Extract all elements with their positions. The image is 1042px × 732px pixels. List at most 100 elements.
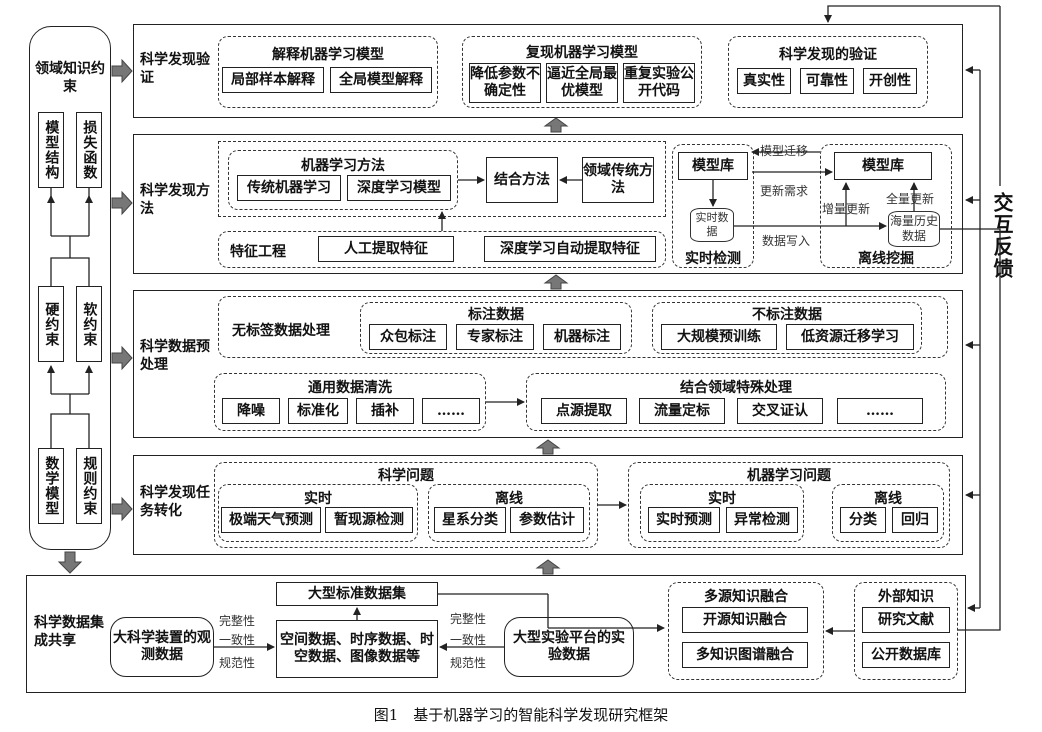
rule-constraint-box: 规则约束 (76, 448, 102, 524)
reproduce-model-title: 复现机器学习模型 (526, 45, 638, 61)
extreme-weather-box: 极端天气预测 (221, 507, 321, 533)
ml-problem-title: 机器学习问题 (747, 468, 831, 484)
ml-methods-group (228, 150, 458, 210)
science-realtime-group (218, 484, 418, 542)
update-need-label: 更新需求 (760, 184, 809, 198)
point-source-extraction-box: 点源提取 (541, 398, 627, 424)
expert-label-box: 专家标注 (456, 324, 534, 350)
reduce-uncertainty-box: 降低参数不确定性 (469, 63, 541, 103)
manual-feature-box: 人工提取特征 (318, 236, 454, 262)
explain-model-group (218, 36, 438, 108)
left-completeness-label: 完整性 (219, 614, 256, 628)
domain-knowledge-title: 领域知识约束 (35, 61, 105, 96)
originality-box: 开创性 (863, 68, 917, 94)
offline-mining-title: 离线挖掘 (858, 251, 914, 267)
model-structure-box: 模型结构 (38, 112, 64, 188)
massive-history-data-cylinder: 海量历史数据 (888, 211, 940, 247)
science-realtime-title: 实时 (304, 491, 332, 507)
global-model-explain-box: 全局模型解释 (330, 67, 432, 93)
traditional-ml-box: 传统机器学习 (237, 175, 341, 201)
math-model-box: 数学模型 (38, 448, 64, 524)
low-resource-transfer-box: 低资源迁移学习 (786, 324, 914, 350)
ml-methods-title: 机器学习方法 (301, 158, 385, 174)
local-sample-explain-box: 局部样本解释 (222, 67, 324, 93)
research-literature-box: 研究文献 (862, 607, 950, 633)
domain-ellipsis-box: …… (837, 398, 923, 424)
auto-feature-box: 深度学习自动提取特征 (484, 236, 656, 262)
science-offline-group (428, 484, 590, 542)
feature-engineering-title: 特征工程 (230, 244, 286, 260)
explain-model-title: 解释机器学习模型 (272, 47, 384, 63)
realtime-detection-group (672, 144, 754, 268)
external-knowledge-group (854, 582, 958, 680)
authenticity-box: 真实性 (737, 68, 791, 94)
realtime-detection-title: 实时检测 (685, 251, 741, 267)
loss-function-box: 损失函数 (76, 112, 102, 188)
model-library-right-box: 模型库 (834, 152, 932, 180)
multi-source-knowledge-group (668, 582, 824, 680)
data-write-label: 数据写入 (762, 234, 811, 248)
cleaning-ellipsis-box: …… (422, 398, 480, 424)
ml-offline-title: 离线 (874, 491, 902, 507)
ml-realtime-group (640, 484, 804, 542)
anomaly-detection-box: 异常检测 (726, 507, 798, 533)
regression-box: 回归 (892, 507, 938, 533)
incremental-update-label: 增量更新 (822, 202, 871, 216)
offline-mining-group (820, 144, 952, 268)
not-labeled-data-title: 不标注数据 (752, 307, 822, 323)
domain-knowledge-constraint-panel (29, 26, 111, 550)
multi-kg-fusion-box: 多知识图谱融合 (682, 642, 808, 668)
reproduce-model-group (462, 36, 702, 108)
science-offline-title: 离线 (495, 491, 523, 507)
cross-identification-box: 交叉证认 (737, 398, 823, 424)
data-cleaning-title: 通用数据清洗 (308, 380, 392, 396)
big-facility-data-box: 大科学装置的观测数据 (110, 617, 214, 677)
combine-method-box: 结合方法 (486, 157, 558, 203)
denoise-box: 降噪 (222, 398, 280, 424)
soft-constraint-box: 软约束 (76, 286, 102, 362)
data-cleaning-group (214, 373, 486, 431)
preprocess-label: 科学数据预处理 (140, 339, 210, 373)
task-label: 科学发现任务转化 (140, 485, 210, 519)
standard-dataset-box: 大型标准数据集 (276, 582, 438, 606)
discovery-validation-title: 科学发现的验证 (779, 47, 877, 63)
verification-label: 科学发现验证 (140, 52, 210, 86)
model-library-left-box: 模型库 (678, 152, 748, 180)
classification-box: 分类 (840, 507, 886, 533)
data-types-box: 空间数据、时序数据、时空数据、图像数据等 (276, 620, 438, 678)
not-labeled-data-group (652, 302, 922, 354)
discovery-validation-group (728, 36, 928, 108)
standardize-box: 标准化 (288, 398, 348, 424)
science-problem-group (214, 462, 598, 548)
task-panel (133, 455, 963, 555)
domain-special-title: 结合领域特殊处理 (680, 380, 792, 396)
open-source-fusion-box: 开源知识融合 (682, 607, 808, 633)
right-normativity-label: 规范性 (450, 656, 487, 670)
hard-constraint-box: 硬约束 (38, 286, 64, 362)
transient-detection-box: 暂现源检测 (325, 507, 413, 533)
flux-calibration-box: 流量定标 (639, 398, 725, 424)
right-consistency-label: 一致性 (450, 633, 487, 647)
model-transfer-label: 模型迁移 (760, 144, 809, 158)
ml-realtime-title: 实时 (708, 491, 736, 507)
labeled-data-group (360, 302, 632, 354)
figure-caption: 图1 基于机器学习的智能科学发现研究框架 (373, 706, 669, 724)
realtime-prediction-box: 实时预测 (648, 507, 720, 533)
reliability-box: 可靠性 (800, 68, 854, 94)
external-knowledge-title: 外部知识 (878, 589, 934, 605)
multi-source-knowledge-title: 多源知识融合 (704, 589, 788, 605)
crowdsourcing-label-box: 众包标注 (369, 324, 447, 350)
right-completeness-label: 完整性 (450, 612, 487, 626)
science-problem-title: 科学问题 (378, 468, 434, 484)
imputation-box: 插补 (356, 398, 414, 424)
interactive-feedback-label: 交互反馈 (990, 192, 1014, 280)
repeat-experiment-box: 重复实验公开代码 (623, 63, 695, 103)
feature-engineering-group (218, 231, 666, 268)
public-database-box: 公开数据库 (862, 642, 950, 668)
big-platform-data-box: 大型实验平台的实验数据 (504, 617, 634, 677)
domain-traditional-method-box: 领域传统方法 (582, 157, 654, 203)
realtime-data-cylinder: 实时数据 (690, 208, 734, 242)
unlabeled-processing-title: 无标签数据处理 (232, 323, 330, 339)
galaxy-classification-box: 星系分类 (434, 507, 506, 533)
machine-label-box: 机器标注 (543, 324, 621, 350)
